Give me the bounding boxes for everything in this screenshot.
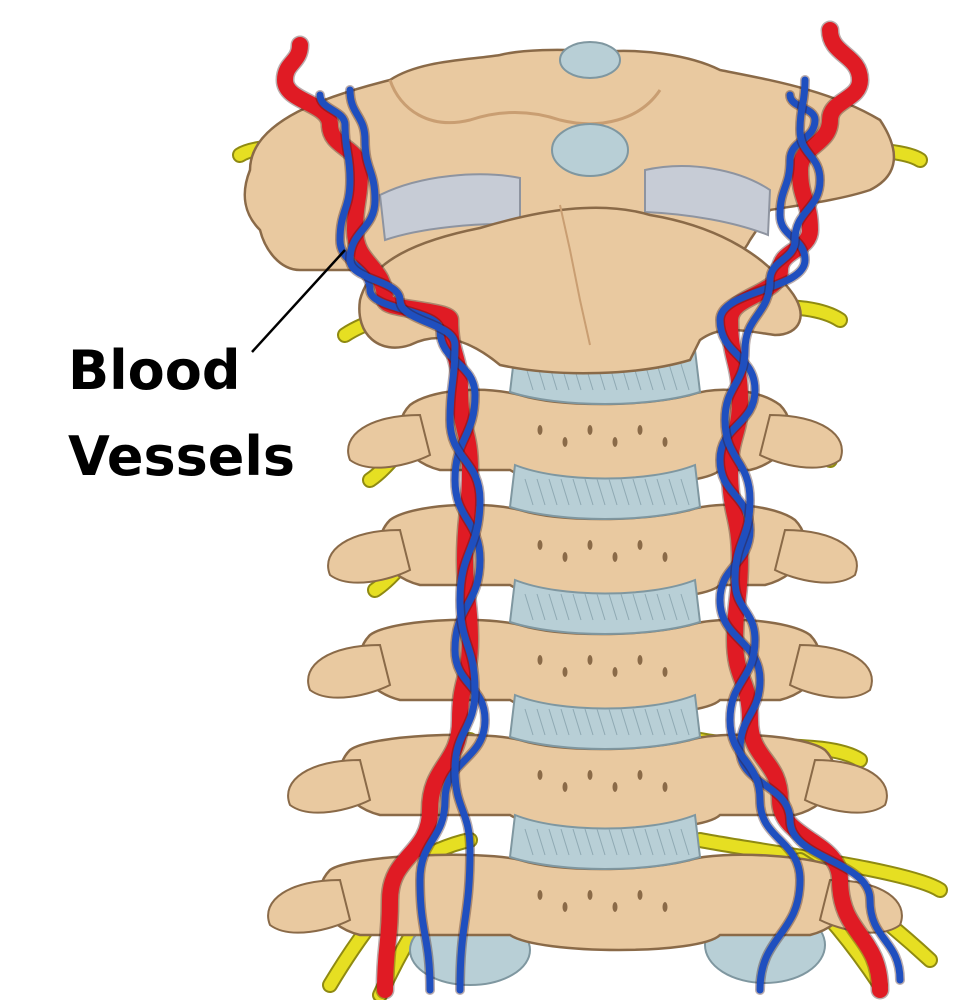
blood-vessels-label-line-1: Blood <box>68 339 241 402</box>
vein-left-2 <box>346 86 484 994</box>
transverse-process-right-c6 <box>803 758 888 814</box>
transverse-process-left-c3 <box>347 413 432 469</box>
intervertebral-disc-4 <box>508 693 702 750</box>
label-leader-line <box>251 249 346 353</box>
blood-vessels-label-line-2: Vessels <box>68 425 296 488</box>
transverse-process-left-c7 <box>267 878 352 934</box>
vein-left-1 <box>316 91 489 994</box>
intervertebral-disc-3 <box>508 578 702 635</box>
transverse-process-right-c3 <box>758 413 843 469</box>
vertebral-blood-vessels <box>275 20 905 1000</box>
vertebral-column <box>267 348 903 952</box>
intervertebral-disc-5 <box>508 813 702 870</box>
atlas-c1 <box>243 41 896 272</box>
vein-right-1 <box>716 91 904 984</box>
intervertebral-disc-2 <box>508 463 702 520</box>
transverse-process-right-c5 <box>788 643 873 699</box>
transverse-process-left-c4 <box>327 528 412 584</box>
transverse-process-left-c5 <box>307 643 392 699</box>
transverse-process-left-c6 <box>287 758 372 814</box>
vein-right-2 <box>721 76 824 994</box>
transverse-process-right-c4 <box>773 528 858 584</box>
